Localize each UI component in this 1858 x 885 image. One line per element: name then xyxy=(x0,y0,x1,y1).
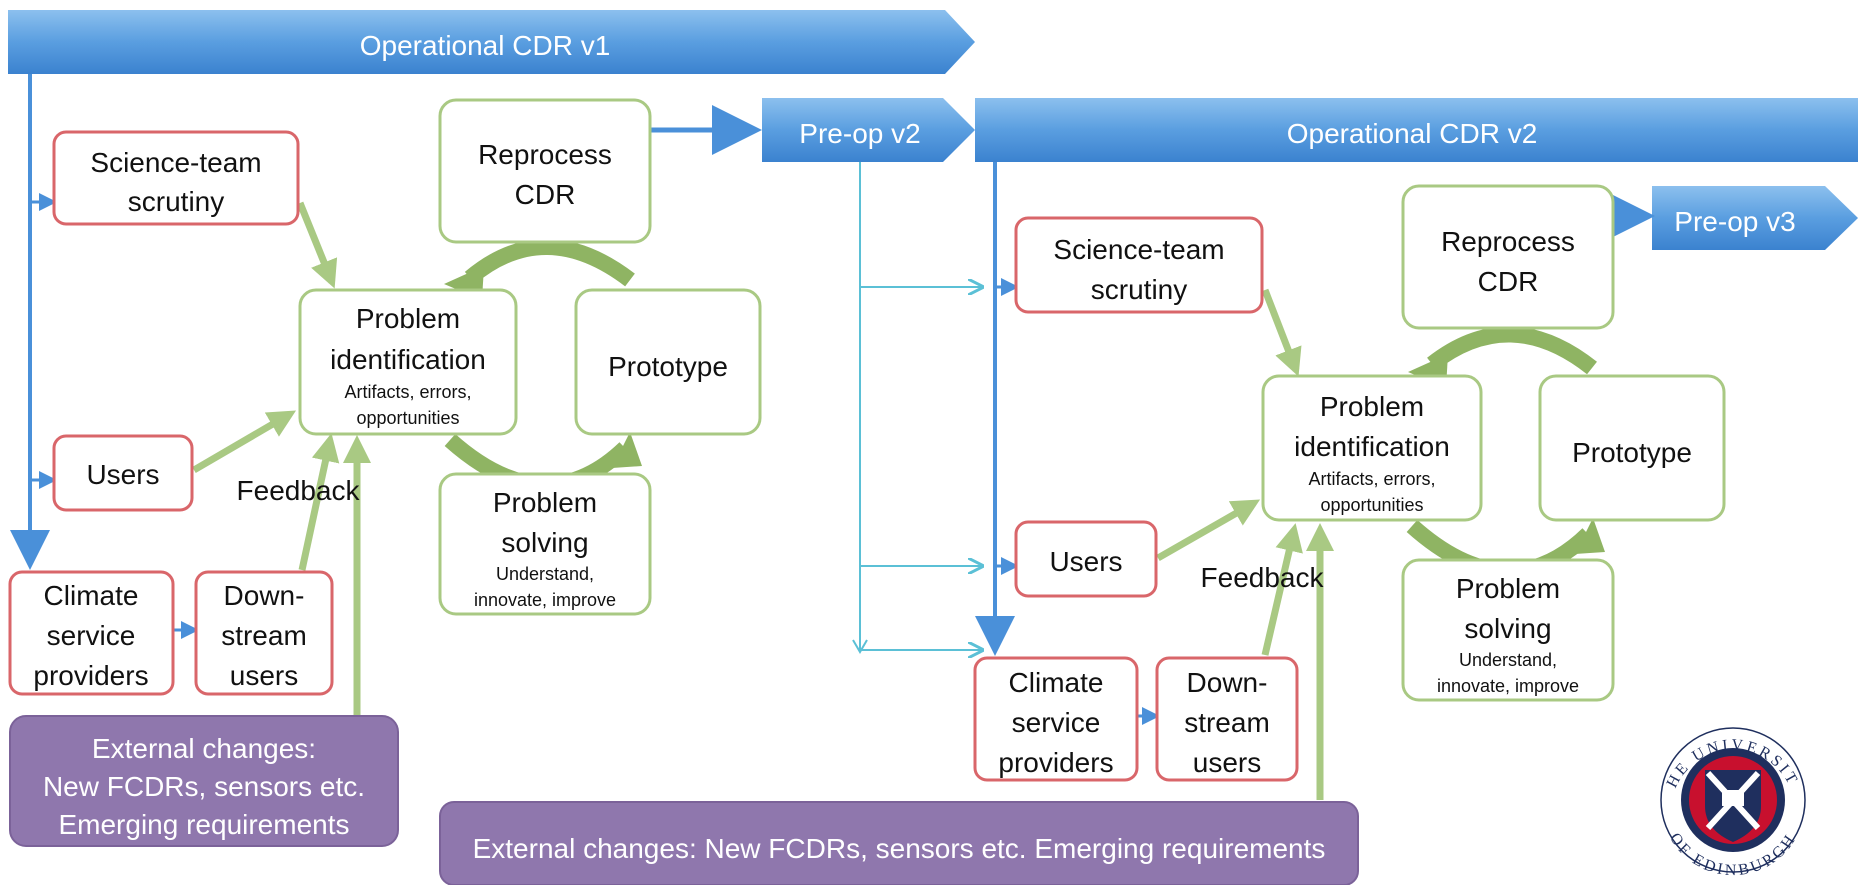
cycle2-problem-solving-sub1: Understand, xyxy=(1459,650,1557,670)
cycle2-science-line1: Science-team xyxy=(1053,234,1224,265)
cycle2-feedback-label: Feedback xyxy=(1201,562,1325,593)
cycle2-climate-line1: Climate xyxy=(1009,667,1104,698)
cycle1-science-line2: scrutiny xyxy=(128,186,224,217)
cycle1-users-box: Users xyxy=(52,434,194,512)
cycle1-problem-id-line2: identification xyxy=(330,344,486,375)
cycle2-downstream-line3: users xyxy=(1193,747,1261,778)
cycle1-lower-loop-arrowhead xyxy=(612,432,642,468)
cycle1-problem-identification-box: Problem identification Artifacts, errors… xyxy=(298,288,518,436)
cycle1-problem-id-sub1: Artifacts, errors, xyxy=(344,382,471,402)
cycle1-downstream-users-box: Down- stream users xyxy=(194,570,334,696)
cycle1-feedback-label: Feedback xyxy=(237,475,361,506)
cycle1-problem-solving-line2: solving xyxy=(501,527,588,558)
cycle2-problem-identification-box: Problem identification Artifacts, errors… xyxy=(1261,374,1483,522)
cycle2-climate-providers-box: Climate service providers xyxy=(973,656,1139,782)
cycle2-downstream-users-box: Down- stream users xyxy=(1155,656,1299,782)
cycle2-problem-id-sub2: opportunities xyxy=(1320,495,1423,515)
cycle2-reprocess-line2: CDR xyxy=(1478,266,1539,297)
cycle2-science-to-problem-arrow xyxy=(1261,288,1302,377)
cycle2-problem-solving-sub2: innovate, improve xyxy=(1437,676,1579,696)
cycle2-problem-solving-line2: solving xyxy=(1464,613,1551,644)
cycle2-external-label: External changes: New FCDRs, sensors etc… xyxy=(473,833,1326,864)
cycle1-external-line2: New FCDRs, sensors etc. xyxy=(43,771,365,802)
cycle1-downstream-line3: users xyxy=(230,660,298,691)
cycle2-problem-solving-line1: Problem xyxy=(1456,573,1560,604)
cycle2-downstream-to-problem-arrow xyxy=(1261,523,1303,656)
cycle2-users-to-problem-arrow xyxy=(1156,499,1261,562)
cycle1-problem-id-sub2: opportunities xyxy=(356,408,459,428)
banner-preop-v2: Pre-op v2 xyxy=(762,98,975,162)
banner-preop-v3: Pre-op v3 xyxy=(1652,186,1858,250)
cycle1-problem-solving-box: Problem solving Understand, innovate, im… xyxy=(438,472,652,616)
cycle1-upper-loop-arc xyxy=(464,239,635,287)
cycle1-science-to-problem-arrow xyxy=(296,201,338,289)
cycle2-problem-id-line1: Problem xyxy=(1320,391,1424,422)
cycle2-science-line2: scrutiny xyxy=(1091,274,1187,305)
cycle1-climate-line1: Climate xyxy=(44,580,139,611)
banner-operational-cdr-v2-label: Operational CDR v2 xyxy=(1287,118,1538,149)
cycle2-prototype-box: Prototype xyxy=(1538,374,1726,522)
cycle1-reprocess-cdr-box: Reprocess CDR xyxy=(438,98,652,244)
cycle1-reprocess-line1: Reprocess xyxy=(478,139,612,170)
banner-preop-v3-label: Pre-op v3 xyxy=(1674,206,1795,237)
cycle2-reprocess-cdr-box: Reprocess CDR xyxy=(1401,184,1615,330)
cycle1-users-to-problem-arrow xyxy=(192,410,297,474)
cycle2-lower-loop-arrowhead xyxy=(1575,518,1605,554)
cycle1-prototype-label: Prototype xyxy=(608,351,728,382)
banner-operational-cdr-v1: Operational CDR v1 xyxy=(8,10,975,74)
cycle1-problem-solving-sub1: Understand, xyxy=(496,564,594,584)
cycle2-upper-loop-arc xyxy=(1427,326,1597,375)
cycle2-problem-id-line2: identification xyxy=(1294,431,1450,462)
cycle2-science-team-box: Science-team scrutiny xyxy=(1014,216,1264,314)
cycle1-science-line1: Science-team xyxy=(90,147,261,178)
cycle1-problem-solving-line1: Problem xyxy=(493,487,597,518)
cycle2-reprocess-line1: Reprocess xyxy=(1441,226,1575,257)
cycle1-downstream-line2: stream xyxy=(221,620,307,651)
cycle2-downstream-line1: Down- xyxy=(1187,667,1268,698)
banner-operational-cdr-v2: Operational CDR v2 xyxy=(975,98,1858,162)
cycle1-reprocess-line2: CDR xyxy=(515,179,576,210)
banner-preop-v2-label: Pre-op v2 xyxy=(799,118,920,149)
cycle1-users-label: Users xyxy=(86,459,159,490)
cycle2-climate-line3: providers xyxy=(998,747,1113,778)
cycle2-problem-id-sub1: Artifacts, errors, xyxy=(1308,469,1435,489)
cycle1-climate-providers-box: Climate service providers xyxy=(8,570,175,696)
cycle2-users-label: Users xyxy=(1049,546,1122,577)
cycle1-downstream-to-problem-arrow xyxy=(298,433,340,571)
cycle2-users-box: Users xyxy=(1014,520,1158,598)
cycle1-external-line1: External changes: xyxy=(92,733,316,764)
cycle1-problem-solving-sub2: innovate, improve xyxy=(474,590,616,610)
banner-operational-cdr-v1-label: Operational CDR v1 xyxy=(360,30,611,61)
cycle1-science-team-box: Science-team scrutiny xyxy=(52,130,300,226)
cycle2-climate-line2: service xyxy=(1012,707,1101,738)
cycle1-climate-line2: service xyxy=(47,620,136,651)
cycle1-external-line3: Emerging requirements xyxy=(58,809,349,840)
cycle2-downstream-line2: stream xyxy=(1184,707,1270,738)
cycle2-external-changes-box: External changes: New FCDRs, sensors etc… xyxy=(439,801,1359,885)
cycle1-downstream-line1: Down- xyxy=(224,580,305,611)
cycle1-prototype-box: Prototype xyxy=(574,288,762,436)
cycle2-problem-solving-box: Problem solving Understand, innovate, im… xyxy=(1401,558,1615,702)
cycle2-prototype-label: Prototype xyxy=(1572,437,1692,468)
cycle1-external-changes-box: External changes: New FCDRs, sensors etc… xyxy=(9,715,399,847)
cycle1-problem-id-line1: Problem xyxy=(356,303,460,334)
preop-v2-down-arrowhead xyxy=(852,639,868,654)
cycle1-climate-line3: providers xyxy=(33,660,148,691)
preop-v2-distribution xyxy=(852,162,982,654)
